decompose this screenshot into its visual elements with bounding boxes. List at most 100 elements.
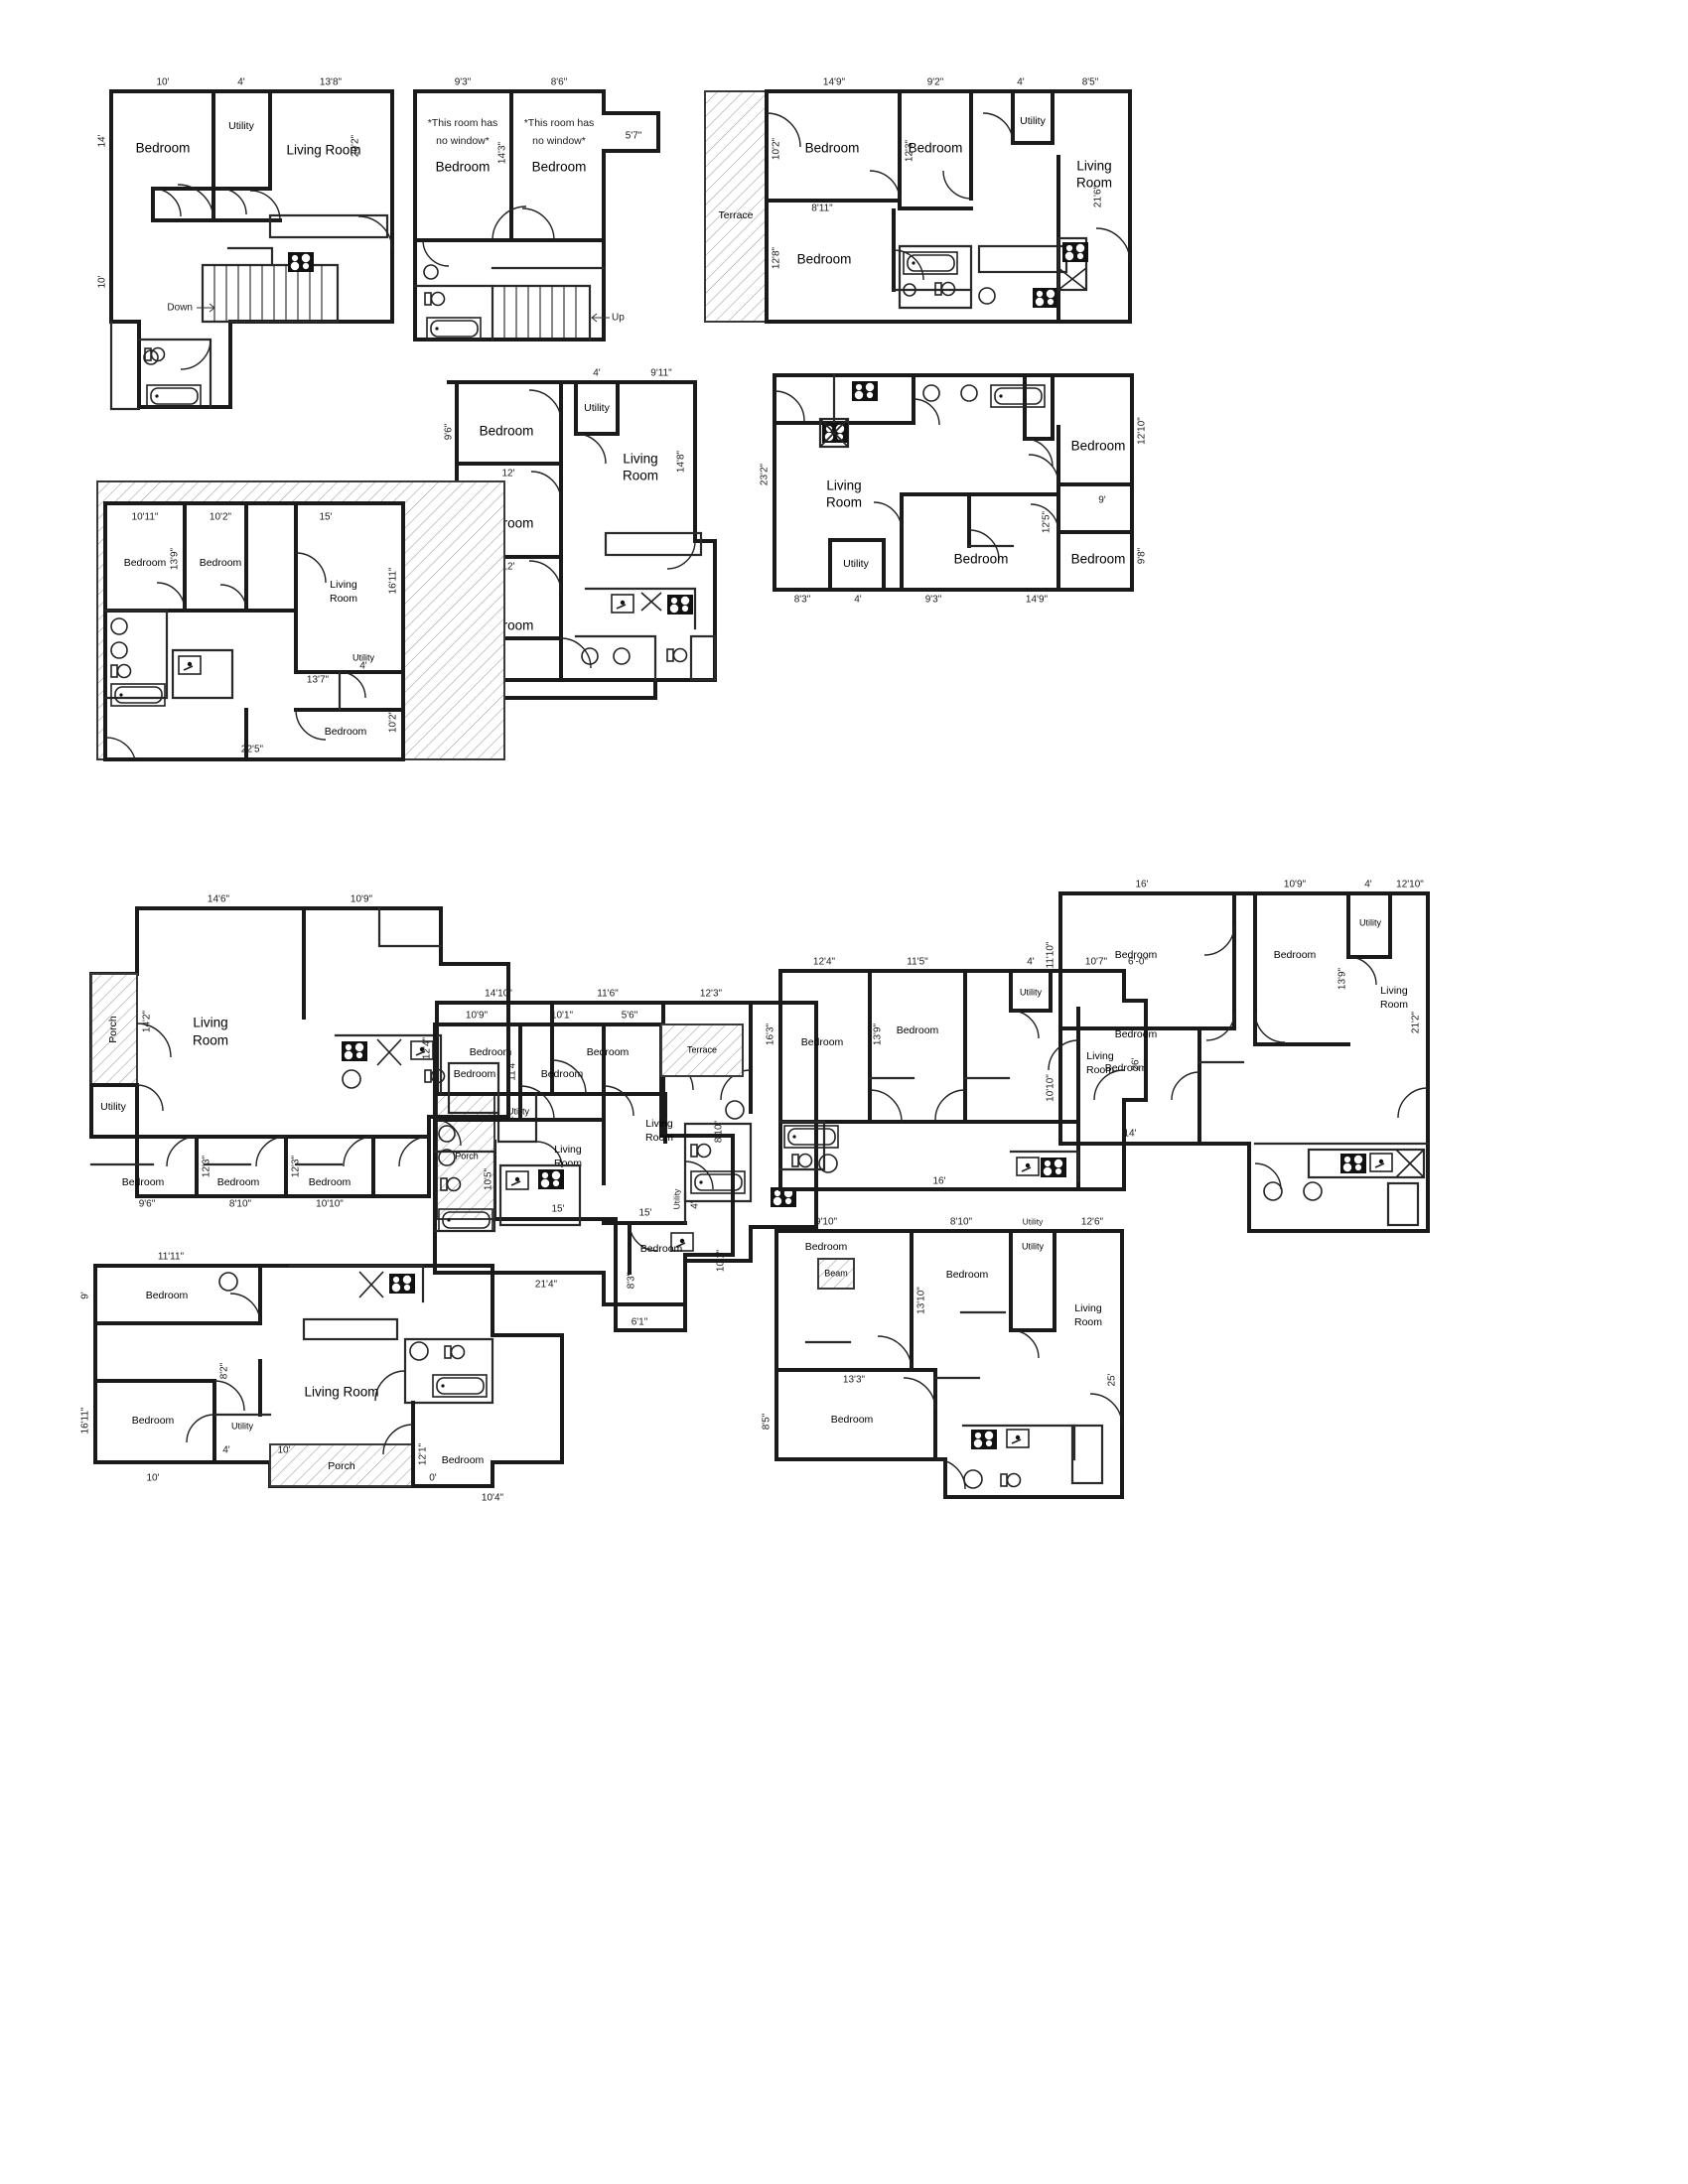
room-label: Utility — [843, 558, 869, 570]
svg-text:10': 10' — [277, 1445, 290, 1456]
room-label: Bedroom — [1115, 1028, 1158, 1040]
room-label: Bedroom — [124, 557, 167, 569]
plan-unit-bottom-right-beam: Beam 9'10" 8'10" Utility 12'6" 13'10" 25… — [762, 1216, 1124, 1499]
no-window-note: *This room has — [524, 117, 595, 129]
svg-text:Utility: Utility — [1023, 1216, 1045, 1226]
svg-text:10'9": 10'9" — [351, 894, 373, 905]
svg-text:5'6": 5'6" — [622, 1011, 638, 1022]
svg-text:10'10": 10'10" — [316, 1199, 344, 1210]
room-label: Bedroom — [897, 1024, 939, 1036]
svg-text:13'7": 13'7" — [307, 675, 330, 686]
room-label: Living Room — [286, 143, 360, 158]
room-label: Living — [1074, 1302, 1102, 1314]
svg-text:12'10": 12'10" — [1396, 880, 1424, 890]
svg-text:12'3": 12'3" — [202, 1155, 212, 1177]
svg-text:10': 10' — [156, 77, 169, 88]
svg-text:12'1": 12'1" — [418, 1442, 429, 1465]
room-label: Bedroom — [132, 1415, 175, 1427]
svg-text:13'10": 13'10" — [916, 1287, 927, 1314]
room-label: Bedroom — [801, 1036, 844, 1048]
stair-direction-label: Up — [612, 313, 625, 324]
room-label: Living — [645, 1118, 673, 1130]
svg-text:10'5": 10'5" — [484, 1167, 494, 1190]
svg-text:8'10": 8'10" — [714, 1120, 725, 1143]
svg-text:10'2": 10'2" — [210, 512, 232, 523]
svg-text:8'2": 8'2" — [219, 1362, 230, 1379]
svg-text:21'4": 21'4" — [535, 1280, 558, 1291]
svg-text:14': 14' — [1123, 1129, 1136, 1140]
svg-text:9'10": 9'10" — [815, 1217, 838, 1228]
svg-text:12'10": 12'10" — [1137, 417, 1148, 445]
room-label: Bedroom — [532, 160, 587, 175]
room-label: Bedroom — [805, 141, 860, 156]
room-label: Living — [623, 452, 657, 467]
room-label: Bedroom — [146, 1290, 189, 1301]
svg-text:14'10": 14'10" — [485, 989, 512, 1000]
svg-text:4': 4' — [1364, 880, 1372, 890]
svg-text:10'4": 10'4" — [482, 1493, 504, 1504]
plan-unit-top-left: 10' 4' 13'8" 20'2" 14' 10' Bedroom Utili… — [97, 77, 394, 411]
room-label: Living — [193, 1016, 227, 1030]
svg-text:12'5": 12'5" — [1042, 510, 1053, 533]
plan-unit-mid-right-four-bed: 23'2" 12'10" 9' 9'8" 12'5" 8'3" 4' 9'3" … — [760, 373, 1148, 606]
room-label: Bedroom — [325, 726, 367, 738]
svg-text:13'9": 13'9" — [170, 547, 181, 570]
svg-text:6'1": 6'1" — [632, 1317, 648, 1328]
room-label: Bedroom — [309, 1176, 352, 1188]
terrace-hatch — [704, 90, 768, 323]
svg-text:13'3": 13'3" — [843, 1375, 866, 1386]
svg-text:4': 4' — [1027, 957, 1035, 968]
svg-text:10'2": 10'2" — [388, 710, 399, 733]
beam-label: Beam — [824, 1268, 848, 1278]
room-label: Room — [1076, 176, 1112, 191]
svg-text:12'6": 12'6" — [1081, 1217, 1104, 1228]
room-label: Utility — [100, 1101, 126, 1113]
svg-text:8'3": 8'3" — [627, 1272, 637, 1289]
room-label: Living — [1380, 985, 1408, 997]
svg-text:11'10": 11'10" — [1046, 941, 1056, 968]
svg-text:10'9": 10'9" — [1284, 880, 1307, 890]
room-label: Room — [193, 1033, 228, 1048]
porch-label: Porch — [107, 1016, 119, 1043]
svg-text:12': 12' — [501, 469, 514, 479]
plan-unit-center-porch-three-bed: Porch 14'10" 11'6" 12'3" 12'4" 12'4" 2' … — [422, 989, 818, 1332]
room-label: Utility — [1359, 917, 1381, 927]
svg-text:8'5": 8'5" — [762, 1413, 773, 1430]
svg-text:10'11": 10'11" — [132, 512, 159, 523]
room-label: Bedroom — [797, 252, 852, 267]
svg-text:6'-0": 6'-0" — [1128, 957, 1148, 968]
svg-text:15': 15' — [319, 512, 332, 523]
room-label: Living — [826, 478, 861, 493]
room-label: Bedroom — [946, 1269, 989, 1281]
svg-text:14'8": 14'8" — [676, 450, 687, 473]
svg-text:21'6": 21'6" — [1093, 185, 1104, 207]
no-window-note: no window* — [436, 135, 490, 147]
room-label: Bedroom — [217, 1176, 260, 1188]
plan-unit-mid-right-three-bed: 16' 10'9" 4' 12'10" 11'10" 13'9" 21'2" 1… — [1046, 880, 1430, 1233]
room-label: Bedroom — [454, 1068, 496, 1080]
room-label: Bedroom — [1071, 552, 1126, 567]
svg-text:4': 4' — [690, 1201, 701, 1209]
svg-text:9': 9' — [1098, 495, 1106, 506]
svg-text:14'9": 14'9" — [1026, 595, 1049, 606]
svg-text:12'3": 12'3" — [291, 1155, 302, 1177]
svg-text:25': 25' — [1107, 1373, 1118, 1386]
stair-direction-label: Down — [167, 303, 193, 314]
room-label: Room — [1380, 999, 1408, 1011]
svg-text:11'5": 11'5" — [907, 957, 928, 968]
svg-text:23'2": 23'2" — [760, 463, 771, 485]
room-label: Bedroom — [470, 1046, 512, 1058]
no-window-note: no window* — [532, 135, 586, 147]
plan-unit-top-right-terrace: Terrace 14'9" — [704, 77, 1132, 324]
svg-text:11'6": 11'6" — [597, 989, 619, 1000]
svg-text:9'3": 9'3" — [925, 595, 942, 606]
room-label: Room — [826, 495, 862, 510]
svg-text:8'3": 8'3" — [794, 595, 811, 606]
svg-text:10': 10' — [97, 275, 108, 288]
svg-text:12'4": 12'4" — [813, 957, 836, 968]
terrace-label: Terrace — [687, 1044, 717, 1054]
svg-text:5'7": 5'7" — [626, 131, 642, 142]
svg-text:8'6": 8'6" — [551, 77, 568, 88]
